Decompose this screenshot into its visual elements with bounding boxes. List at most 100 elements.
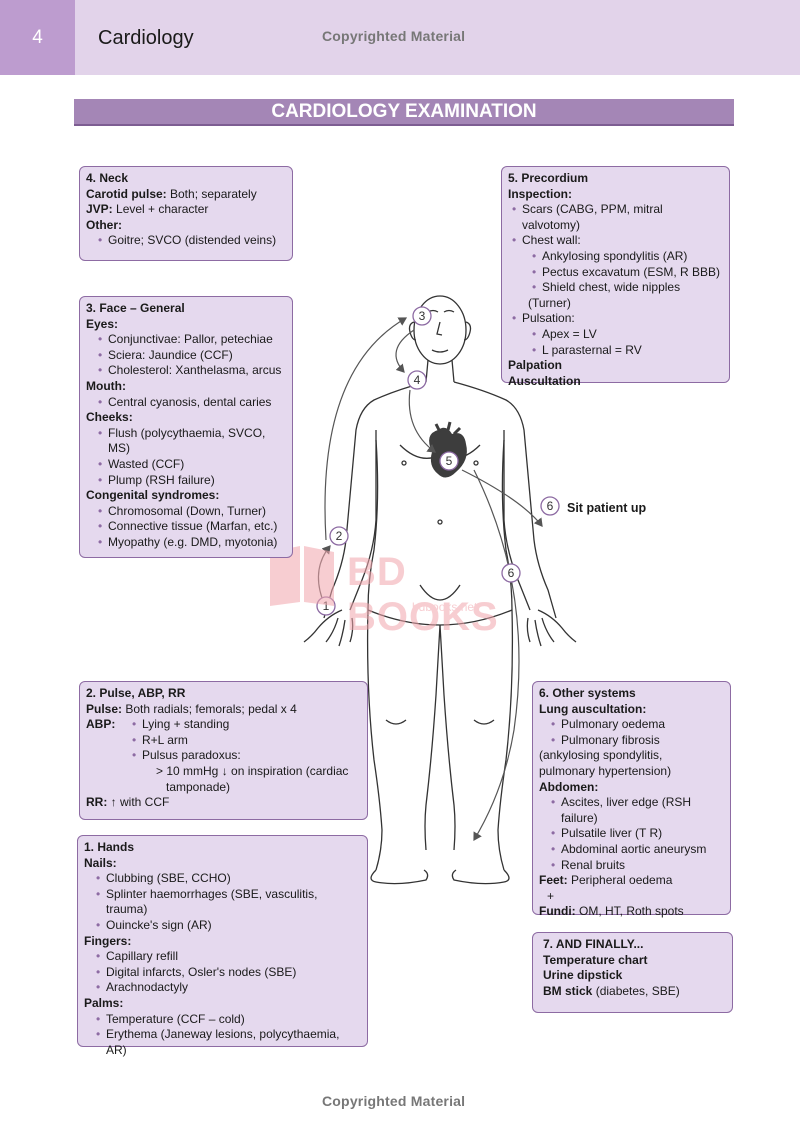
list-item: Plump (RSH failure) [86, 473, 286, 489]
auscultation-label: Auscultation [508, 373, 581, 388]
lung-continuation-2: pulmonary hypertension) [539, 763, 672, 778]
lung-continuation-1: (ankylosing spondylitis, [539, 748, 663, 763]
carotid-line: Carotid pulse: Both; separately [86, 186, 257, 201]
list-item: Capillary refill [84, 949, 361, 965]
list-item: Central cyanosis, dental caries [86, 395, 286, 411]
list-item: Abdominal aortic aneurysm [539, 842, 724, 858]
list-item: Pulsation: [500, 311, 723, 327]
lung-label: Lung auscultation: [539, 701, 647, 716]
plus-sign: + [547, 888, 555, 903]
rr-line: RR: ↑ with CCF [86, 795, 170, 810]
page-header [0, 0, 800, 75]
list-item: Chest wall: [500, 233, 723, 249]
list-item: Scars (CABG, PPM, mitral valvotomy) [500, 202, 723, 233]
list-item: Goitre; SVCO (distended veins) [86, 233, 286, 249]
list-item: Pulsus paradoxus: [130, 748, 348, 764]
list-item: Lying + standing [130, 717, 348, 733]
list-item: tamponade) [166, 779, 231, 794]
urine-dipstick: Urine dipstick [543, 968, 623, 983]
sit-patient-label: Sit patient up [567, 501, 647, 515]
congenital-label: Congenital syndromes: [86, 488, 220, 503]
list-item: Digital infarcts, Osler's nodes (SBE) [84, 965, 361, 981]
temperature-chart: Temperature chart [543, 952, 648, 967]
marker-6a [540, 496, 560, 516]
chapter-title: Cardiology [98, 27, 194, 49]
neck-box: 4. Neck Carotid pulse: Both; separately … [79, 166, 293, 261]
pulse-line: Pulse: Both radials; femorals; pedal x 4 [86, 701, 297, 716]
marker-number: 2 [336, 529, 343, 543]
list-item: L parasternal = RV [500, 343, 723, 359]
hands-heading: 1. Hands [84, 840, 135, 854]
jvp-line: JVP: Level + character [86, 202, 209, 217]
list-item: Cholesterol: Xanthelasma, arcus [86, 363, 286, 379]
list-item: Arachnodactyly [84, 980, 361, 996]
marker-4 [407, 370, 427, 390]
section-title: CARDIOLOGY EXAMINATION [74, 99, 734, 126]
palms-label: Palms: [84, 995, 124, 1010]
list-item: Splinter haemorrhages (SBE, vasculitis, … [84, 887, 361, 918]
marker-number: 6 [508, 566, 515, 580]
list-item: Pulsatile liver (T R) [539, 826, 724, 842]
other-heading: 6. Other systems [539, 686, 636, 700]
watermark-text: BD BOOKS [347, 550, 499, 639]
list-item: Myopathy (e.g. DMD, myotonia) [86, 535, 286, 551]
fundi-line: Fundi: OM, HT, Roth spots [539, 904, 684, 919]
pulse-heading: 2. Pulse, ABP, RR [86, 686, 186, 700]
mouth-label: Mouth: [86, 378, 126, 393]
precordium-box: 5. Precordium Inspection: Scars (CABG, P… [500, 166, 730, 388]
marker-number: 3 [419, 309, 426, 323]
copyright-bottom: Copyrighted Material [322, 1093, 466, 1109]
list-item: Erythema (Janeway lesions, polycythaemia… [84, 1027, 361, 1058]
marker-6b [501, 563, 521, 583]
marker-number: 5 [446, 454, 453, 468]
eyes-label: Eyes: [86, 316, 119, 331]
list-item: Ankylosing spondylitis (AR) [500, 249, 723, 265]
inspection-label: Inspection: [508, 186, 573, 201]
marker-3 [412, 306, 432, 326]
abdomen-label: Abdomen: [539, 779, 599, 794]
list-item: Apex = LV [500, 327, 723, 343]
marker-5 [439, 451, 459, 471]
chest-wall-continuation: (Turner) [528, 295, 571, 310]
copyright-top: Copyrighted Material [322, 28, 466, 44]
marker-number: 4 [414, 373, 421, 387]
nails-label: Nails: [84, 855, 117, 870]
face-heading: 3. Face – General [86, 301, 185, 315]
watermark: BD BOOKS bdbooks.net [262, 542, 562, 639]
list-item: > 10 mmHg ↓ on inspiration (cardiac [156, 763, 349, 778]
list-item: Conjunctivae: Pallor, petechiae [86, 332, 286, 348]
finally-box: 7. AND FINALLY... Temperature chart Urin… [532, 932, 733, 1013]
book-logo-icon [270, 546, 334, 606]
watermark-url: bdbooks.net [412, 600, 478, 614]
feet-line: Feet: Peripheral oedema [539, 873, 673, 888]
list-item: Pectus excavatum (ESM, R BBB) [500, 265, 723, 281]
precordium-heading: 5. Precordium [508, 171, 589, 185]
cheeks-label: Cheeks: [86, 410, 133, 425]
finally-heading: 7. AND FINALLY... [543, 937, 644, 951]
list-item: Connective tissue (Marfan, etc.) [86, 519, 286, 535]
list-item: Chromosomal (Down, Turner) [86, 504, 286, 520]
abp-row: ABP: Lying + standing R+L arm Pulsus par… [86, 717, 361, 795]
pulse-box: 2. Pulse, ABP, RR Pulse: Both radials; f… [79, 681, 368, 820]
face-box: 3. Face – General Eyes: Conjunctivae: Pa… [79, 296, 293, 558]
list-item: Wasted (CCF) [86, 457, 286, 473]
marker-number: 1 [323, 599, 330, 613]
list-item: Ouincke's sign (AR) [84, 918, 361, 934]
neck-other-label: Other: [86, 217, 122, 232]
bm-stick-line: BM stick (diabetes, SBE) [543, 983, 680, 998]
other-systems-box: 6. Other systems Lung auscultation: Pulm… [532, 681, 731, 918]
list-item: Shield chest, wide nipples [500, 280, 723, 296]
list-item: Pulmonary fibrosis [539, 733, 724, 749]
list-item: Renal bruits [539, 858, 724, 874]
marker-number: 6 [547, 499, 554, 513]
palpation-label: Palpation [508, 358, 563, 373]
list-item: Temperature (CCF – cold) [84, 1012, 361, 1028]
hands-box: 1. Hands Nails: Clubbing (SBE, CCHO) Spl… [77, 835, 368, 1057]
list-item: Clubbing (SBE, CCHO) [84, 871, 361, 887]
marker-2 [329, 526, 349, 546]
list-item: Flush (polycythaemia, SVCO, MS) [86, 426, 286, 457]
neck-heading: 4. Neck [86, 171, 129, 185]
list-item: Sciera: Jaundice (CCF) [86, 348, 286, 364]
page-number: 4 [0, 0, 75, 75]
